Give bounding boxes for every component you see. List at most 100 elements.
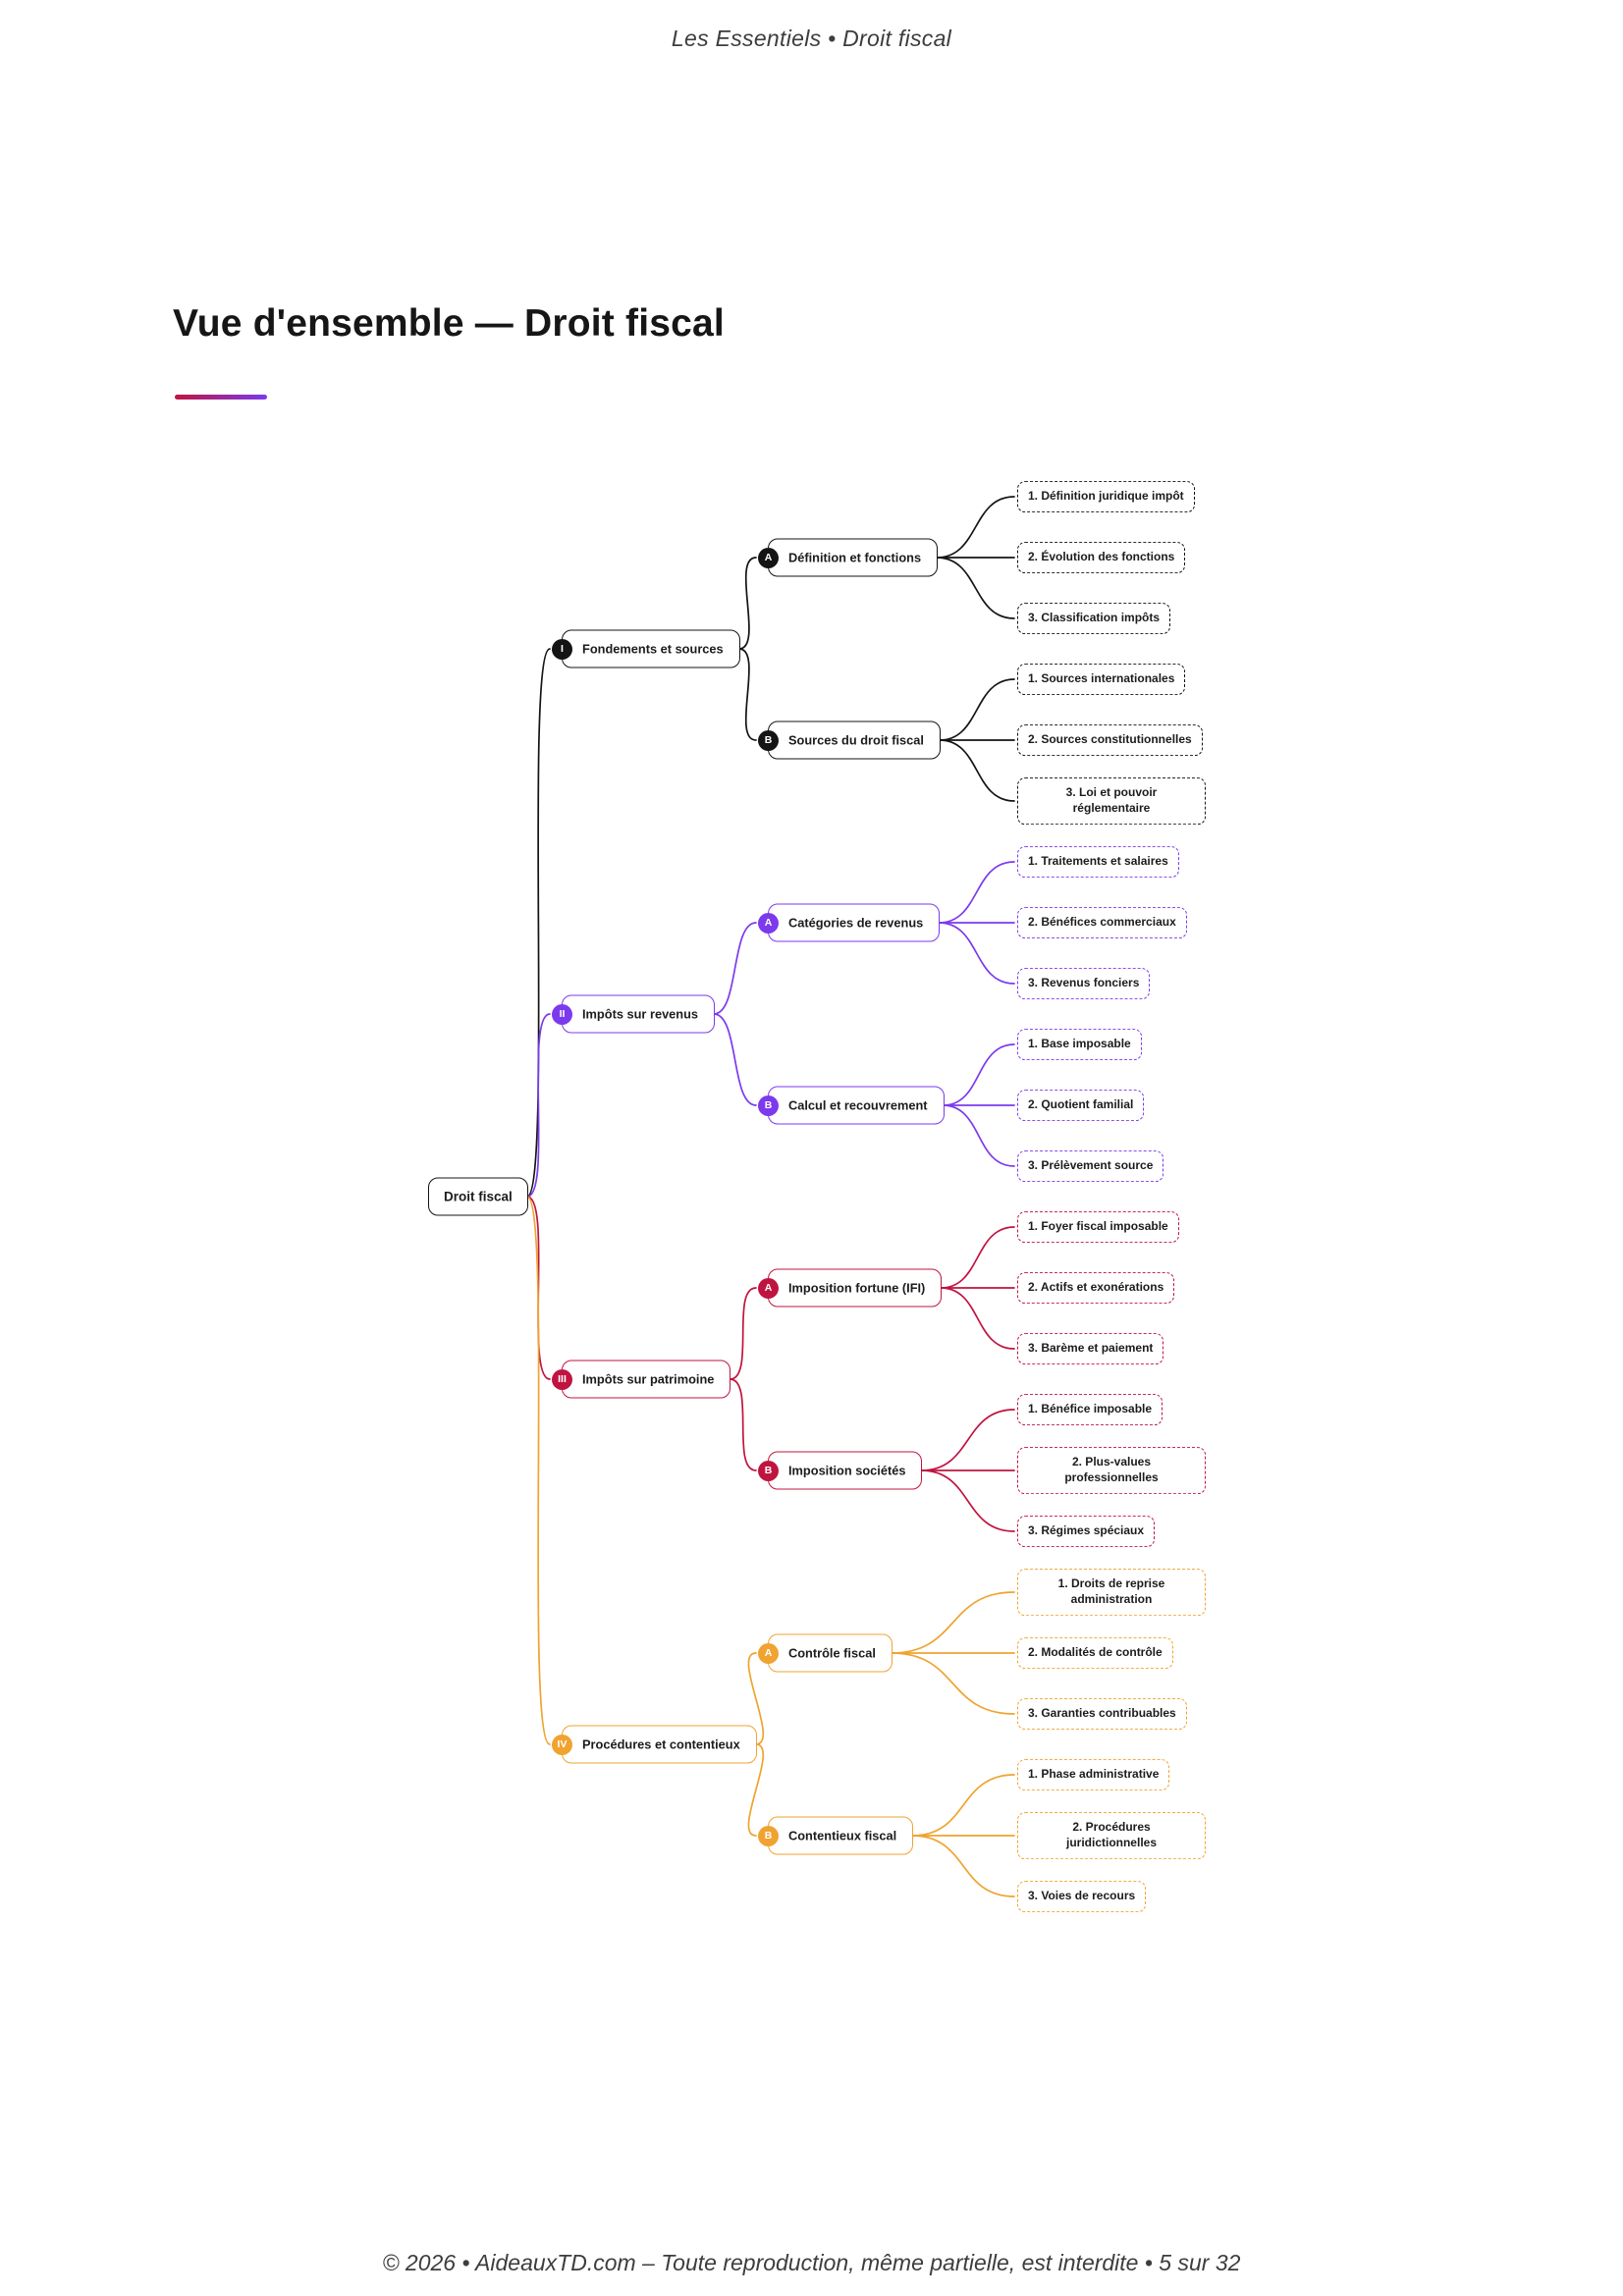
node-badge: B [758,1825,779,1846]
leaf-node-label: 2. Modalités de contrôle [1028,1645,1163,1660]
leaf-node-label: 1. Foyer fiscal imposable [1028,1219,1168,1234]
leaf-node: 1. Sources internationales [1017,664,1186,695]
leaf-node: 1. Droits de reprise administration [1017,1569,1206,1616]
subbranch-node-label: Catégories de revenus [788,915,924,931]
connector-line [729,1378,757,1471]
leaf-node-label: 3. Prélèvement source [1028,1158,1154,1173]
connector-line [525,1196,551,1745]
node-badge: B [758,1460,779,1481]
leaf-node: 1. Définition juridique impôt [1017,481,1195,512]
mindmap-root: Droit fiscal [428,1177,528,1216]
connector-line [938,922,1015,985]
connector-line [920,1409,1015,1471]
leaf-node: 3. Garanties contribuables [1017,1698,1187,1730]
leaf-node: 2. Procédures juridictionnelles [1017,1812,1206,1859]
leaf-node: 2. Quotient familial [1017,1090,1145,1121]
connector-line [747,1652,765,1745]
connector-line [525,648,551,1198]
connector-line [936,557,1015,619]
page-footer: © 2026 • AideauxTD.com – Toute reproduct… [382,2250,1241,2275]
title-underline [175,395,267,400]
leaf-node-label: 3. Classification impôts [1028,611,1161,625]
subbranch-node-label: Imposition sociétés [788,1463,906,1478]
node-badge: A [758,547,779,568]
leaf-node: 3. Prélèvement source [1017,1150,1164,1182]
leaf-node: 1. Bénéfice imposable [1017,1394,1163,1425]
node-badge: A [758,1277,779,1299]
branch-node-label: Fondements et sources [582,641,724,657]
leaf-node-label: 3. Garanties contribuables [1028,1706,1176,1721]
node-badge: II [552,1003,572,1025]
subbranch-node: B Contentieux fiscal [758,1816,914,1855]
leaf-node: 3. Loi et pouvoir réglementaire [1017,777,1206,825]
subbranch-node-label: Contentieux fiscal [788,1828,897,1843]
leaf-node-label: 3. Régimes spéciaux [1028,1523,1145,1538]
leaf-node-label: 1. Définition juridique impôt [1028,489,1184,504]
leaf-node-label: 3. Voies de recours [1028,1889,1136,1903]
leaf-node-label: 2. Plus-values professionnelles [1064,1455,1159,1484]
leaf-node-label: 2. Bénéfices commerciaux [1028,915,1176,930]
leaf-node: 2. Bénéfices commerciaux [1017,907,1187,938]
leaf-node: 2. Sources constitutionnelles [1017,724,1203,756]
connector-line [940,1287,1015,1350]
subbranch-node-label: Sources du droit fiscal [788,732,924,748]
node-badge: B [758,1095,779,1116]
leaf-node: 2. Évolution des fonctions [1017,542,1186,573]
connector-line [940,1226,1015,1289]
node-badge: I [552,638,572,660]
branch-node-label: Impôts sur revenus [582,1006,699,1022]
leaf-node: 2. Actifs et exonérations [1017,1272,1175,1304]
connector-line [891,1652,1015,1715]
leaf-node: 2. Plus-values professionnelles [1017,1447,1206,1494]
leaf-node: 3. Classification impôts [1017,603,1171,634]
connector-line [737,648,757,741]
connector-line [939,678,1015,741]
connector-line [939,739,1015,802]
mindmap-root-label: Droit fiscal [444,1189,513,1204]
branch-node: II Impôts sur revenus [552,994,716,1034]
branch-node-label: Procédures et contentieux [582,1736,740,1752]
leaf-node-label: 1. Bénéfice imposable [1028,1402,1153,1416]
branch-node: I Fondements et sources [552,629,740,668]
leaf-node: 3. Barème et paiement [1017,1333,1164,1364]
connector-line [747,1743,765,1837]
leaf-node: 3. Revenus fonciers [1017,968,1151,999]
connector-line [713,1013,757,1106]
subbranch-node-label: Contrôle fiscal [788,1645,876,1661]
leaf-node-label: 3. Revenus fonciers [1028,976,1140,990]
connector-line [525,1013,551,1198]
leaf-node-label: 1. Traitements et salaires [1028,854,1168,869]
leaf-node-label: 1. Phase administrative [1028,1767,1160,1782]
page-title: Vue d'ensemble — Droit fiscal [173,302,725,345]
connector-line [938,861,1015,924]
connector-line [713,922,757,1015]
connector-line [942,1104,1015,1167]
leaf-node-label: 2. Sources constitutionnelles [1028,732,1192,747]
leaf-node-label: 3. Barème et paiement [1028,1341,1154,1356]
node-badge: A [758,1642,779,1664]
leaf-node: 1. Traitements et salaires [1017,846,1179,878]
connector-line [911,1835,1015,1897]
node-badge: III [552,1368,572,1390]
subbranch-node: B Calcul et recouvrement [758,1086,945,1125]
leaf-node: 1. Base imposable [1017,1029,1142,1060]
connector-line [936,496,1015,559]
leaf-node-label: 2. Procédures juridictionnelles [1065,1820,1157,1849]
leaf-node-label: 1. Base imposable [1028,1037,1131,1051]
connector-line [891,1591,1015,1654]
leaf-node: 3. Régimes spéciaux [1017,1516,1156,1547]
subbranch-node: B Imposition sociétés [758,1451,923,1490]
branch-node-label: Impôts sur patrimoine [582,1371,715,1387]
leaf-node-label: 1. Sources internationales [1028,671,1175,686]
connector-line [729,1287,757,1380]
leaf-node-label: 1. Droits de reprise administration [1057,1576,1165,1606]
leaf-node: 1. Foyer fiscal imposable [1017,1211,1179,1243]
subbranch-node-label: Calcul et recouvrement [788,1097,928,1113]
